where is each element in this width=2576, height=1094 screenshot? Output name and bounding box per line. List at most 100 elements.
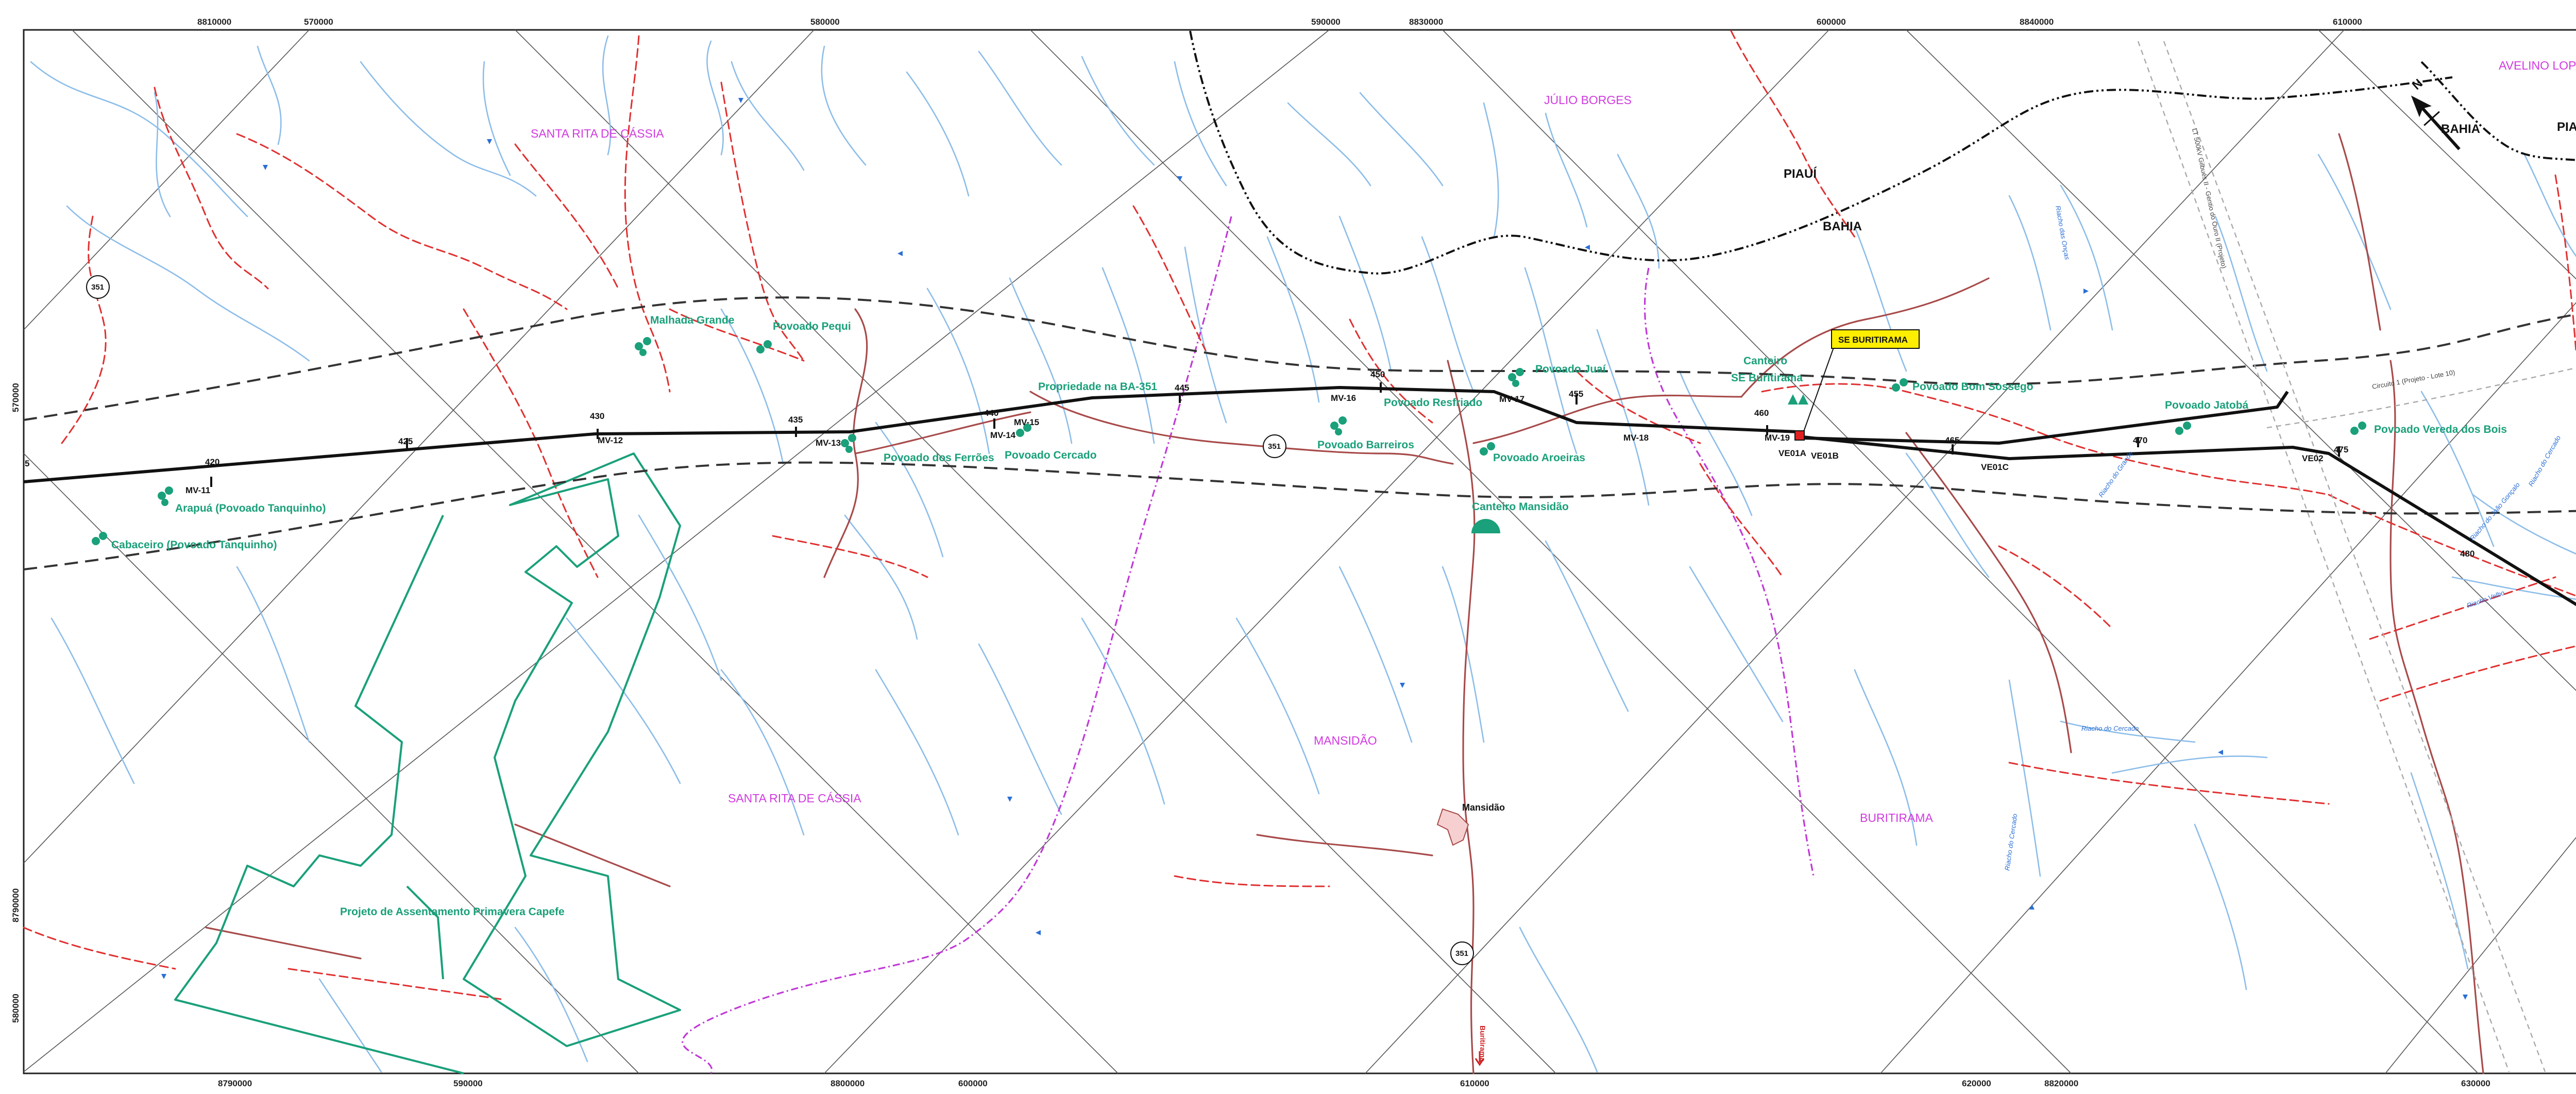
km-mark: 475 bbox=[2334, 445, 2348, 455]
tower-mv12: MV-12 bbox=[598, 435, 623, 445]
km-mark: 465 bbox=[1945, 435, 1959, 445]
tick-bottom: 620000 bbox=[1962, 1079, 1991, 1088]
settlement-icon bbox=[1508, 368, 1524, 387]
label-povoado-resfriado: Povoado Resfriado bbox=[1384, 397, 1482, 409]
state-bahia: BAHIA bbox=[2441, 122, 2480, 136]
tick-top: 570000 bbox=[304, 17, 333, 27]
municipality-labels: SANTA RITA DE CÁSSIA JÚLIO BORGES AVELIN… bbox=[531, 59, 2576, 824]
tick-bottom: 8800000 bbox=[831, 1079, 865, 1088]
km-mark: 425 bbox=[398, 436, 413, 446]
tick-bottom: 600000 bbox=[958, 1079, 988, 1088]
km-mark: 445 bbox=[1175, 383, 1189, 393]
region-julio-borges: JÚLIO BORGES bbox=[1544, 93, 1632, 107]
region-santa-rita-north: SANTA RITA DE CÁSSIA bbox=[531, 127, 664, 140]
region-avelino-lopes: AVELINO LOPES bbox=[2499, 59, 2576, 72]
settlement-icon bbox=[1480, 442, 1495, 456]
substation-callout: SE BURITIRAMA bbox=[1794, 329, 1920, 441]
road-network bbox=[23, 30, 2576, 1074]
tower-ve01a: VE01A bbox=[1778, 448, 1806, 458]
label-assentamento: Projeto de Assentamento Primavera Capefe bbox=[340, 906, 565, 918]
canteiro-se-icon bbox=[1788, 394, 1808, 405]
state-piaui: PIAUÍ bbox=[2557, 120, 2576, 134]
tower-mv17: MV-17 bbox=[1499, 394, 1524, 404]
tower-ve01c: VE01C bbox=[1981, 462, 2009, 472]
region-buritirama: BURITIRAMA bbox=[1860, 811, 1934, 824]
km-mark: 480 bbox=[2460, 549, 2475, 559]
substation-label: SE BURITIRAMA bbox=[1838, 335, 1908, 345]
settlement-icon bbox=[2175, 422, 2191, 435]
tower-mv19: MV-19 bbox=[1765, 433, 1790, 443]
map-frame bbox=[23, 29, 2576, 1074]
road-label-buritirama: Buritirama bbox=[1479, 1025, 1487, 1062]
label-malhada-grande: Malhada Grande bbox=[650, 314, 734, 326]
km-mark: 440 bbox=[984, 408, 998, 418]
tick-top: 610000 bbox=[2333, 17, 2362, 27]
region-mansidao: MANSIDÃO bbox=[1314, 734, 1377, 747]
label-povoado-cercado: Povoado Cercado bbox=[1005, 449, 1097, 461]
label-se-buritirama: SE Buritirama bbox=[1731, 372, 1803, 384]
settlement-labels: Malhada Grande Povoado Pequi Propriedade… bbox=[111, 314, 2507, 918]
tick-left: 8790000 bbox=[11, 888, 21, 922]
tower-mv16: MV-16 bbox=[1331, 393, 1356, 403]
settlement-icon bbox=[2350, 422, 2366, 435]
road-shield-351: 351 bbox=[1268, 442, 1281, 451]
tick-left: 580000 bbox=[11, 994, 21, 1023]
km-mark: 5 bbox=[25, 459, 29, 468]
municipal-boundary bbox=[682, 216, 1815, 1074]
label-canteiro-mansidao: Canteiro Mansidão bbox=[1472, 501, 1569, 513]
river-label: Riacho do Cercado bbox=[2081, 725, 2139, 732]
km-mark: 430 bbox=[590, 411, 604, 421]
tick-bottom: 630000 bbox=[2461, 1079, 2490, 1088]
tick-top: 580000 bbox=[810, 17, 840, 27]
tower-mv13: MV-13 bbox=[816, 438, 841, 448]
region-santa-rita-south: SANTA RITA DE CÁSSIA bbox=[728, 792, 861, 805]
settlement-icon bbox=[635, 337, 651, 356]
flow-arrows bbox=[161, 98, 2468, 1000]
km-marks: 5 420 425 430 435 440 445 450 455 460 46… bbox=[25, 369, 2475, 559]
label-povoado-barreiros: Povoado Barreiros bbox=[1317, 439, 1414, 451]
tower-markers bbox=[210, 382, 2340, 487]
tick-top: 8840000 bbox=[2020, 17, 2054, 27]
tick-bottom: 8820000 bbox=[2044, 1079, 2078, 1088]
label-canteiro: Canteiro bbox=[1743, 355, 1787, 367]
label-povoado-aroeiras: Povoado Aroeiras bbox=[1493, 452, 1585, 464]
label-arapua: Arapuá (Povoado Tanquinho) bbox=[175, 502, 326, 514]
settlement-icon bbox=[1892, 378, 1908, 392]
tick-bottom: 8790000 bbox=[218, 1079, 252, 1088]
canteiro-mansidao-icon bbox=[1471, 519, 1500, 533]
label-povoado-vereda-dos-bois: Povoado Vereda dos Bois bbox=[2374, 424, 2507, 435]
settlement-icon bbox=[756, 340, 772, 354]
tick-top: 590000 bbox=[1311, 17, 1341, 27]
km-mark: 450 bbox=[1370, 369, 1385, 379]
tower-mv18: MV-18 bbox=[1623, 433, 1649, 443]
label-cabaceiro: Cabaceiro (Povoado Tanquinho) bbox=[111, 539, 277, 551]
tick-bottom: 610000 bbox=[1460, 1079, 1489, 1088]
settlement-icon bbox=[841, 434, 856, 453]
substation-marker bbox=[1794, 430, 1805, 441]
road-shield-351: 351 bbox=[91, 283, 104, 292]
km-mark: 435 bbox=[788, 415, 803, 425]
state-bahia: BAHIA bbox=[1823, 220, 1862, 233]
transmission-corridor bbox=[23, 296, 2576, 570]
settlement-icon bbox=[158, 486, 173, 506]
transmission-line bbox=[23, 386, 2576, 607]
label-propriedade-ba351: Propriedade na BA-351 bbox=[1038, 381, 1157, 393]
label-povoado-pequi: Povoado Pequi bbox=[773, 321, 851, 332]
drainage-network bbox=[30, 35, 2576, 1073]
label-povoado-ferroes: Povoado dos Ferrões bbox=[884, 452, 994, 464]
state-labels: PIAUÍ BAHIA BAHIA PIAUÍ bbox=[1784, 120, 2576, 233]
tick-top: 8810000 bbox=[197, 17, 231, 27]
tick-bottom: 590000 bbox=[453, 1079, 483, 1088]
tower-ve02: VE02 bbox=[2302, 453, 2324, 463]
coordinate-labels: 8810000 570000 580000 590000 8830000 600… bbox=[11, 17, 2490, 1088]
tower-ve01b: VE01B bbox=[1811, 451, 1839, 461]
label-povoado-bom-sossego: Povoado Bom Sossego bbox=[1912, 381, 2033, 393]
town-label: Mansidão bbox=[1462, 802, 1505, 813]
assentamento-polygon bbox=[174, 452, 681, 1074]
project-lines bbox=[2137, 41, 2576, 1072]
tower-mv11: MV-11 bbox=[185, 485, 210, 495]
settlement-icons bbox=[92, 337, 2366, 545]
km-mark: 460 bbox=[1754, 408, 1769, 418]
label-povoado-jatoba: Povoado Jatobá bbox=[2165, 399, 2249, 411]
